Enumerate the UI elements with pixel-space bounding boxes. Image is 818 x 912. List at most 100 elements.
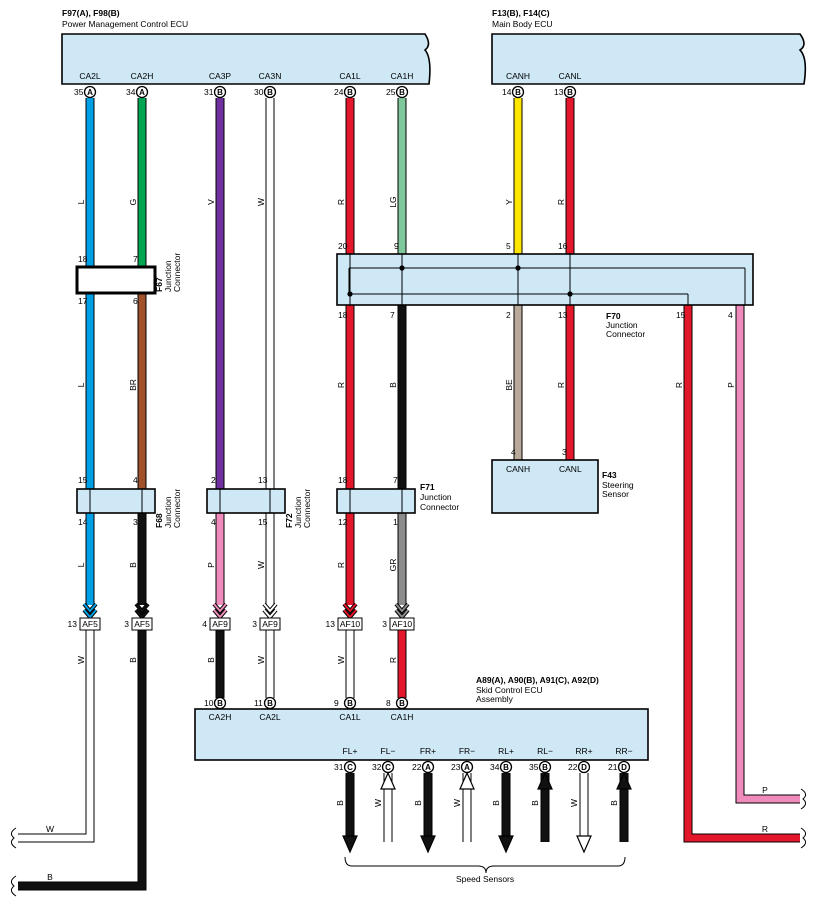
- f43-pin2: 3: [562, 447, 567, 457]
- break-mark-r: [800, 827, 807, 849]
- skid-top-conn-10: B: [217, 699, 223, 708]
- af-arrow2-0: [83, 609, 97, 619]
- af-arrow-3: [263, 603, 277, 613]
- f43-label2: CANL: [559, 464, 582, 474]
- f43-steering-sensor-box: [491, 459, 599, 514]
- wire-label-low-4-group: R: [336, 562, 346, 568]
- f67-pin-bl: 17: [78, 296, 88, 306]
- pm-pin-label-ca1h: CA1H: [391, 71, 414, 81]
- f71-name2: Connector: [420, 502, 459, 512]
- skid-top-conn-8: B: [399, 699, 405, 708]
- pm-pin-conn-25-circle: [395, 85, 409, 99]
- sensor-wire-label-5-group: B: [530, 800, 540, 806]
- f70-name2: Connector: [606, 329, 645, 339]
- pm-ecu-box: [61, 33, 431, 85]
- f67-name2: Connector: [172, 253, 182, 292]
- wire-label-top-3-group: W: [256, 198, 266, 206]
- skid-bottom-label-4: RL+: [498, 746, 514, 756]
- ext-label-b: B: [47, 872, 53, 882]
- wire-label-mid-6: R: [674, 382, 684, 388]
- af-box-0: [79, 617, 101, 631]
- mb-pin-conn-14: B: [515, 88, 521, 97]
- wire-label-top-6: Y: [504, 199, 514, 205]
- af-num-3: 3: [252, 619, 257, 629]
- pm-pin-conn-35: A: [87, 88, 93, 97]
- f68-pin-bl: 14: [78, 517, 88, 527]
- skid-top-conn-9-circle: [343, 696, 357, 710]
- f72-pin-tr: 13: [258, 475, 268, 485]
- wire-label-top-3: W: [256, 198, 266, 206]
- f70-bottom-pin-2: 2: [506, 310, 511, 320]
- speed-sensors-label: Speed Sensors: [456, 874, 514, 884]
- wire-label-low-0: L: [76, 562, 86, 567]
- wire-label-mid-1-group: BR: [128, 379, 138, 391]
- af-num-4: 13: [326, 619, 336, 629]
- skid-ecu-ref: A89(A), A90(B), A91(C), A92(D): [476, 675, 599, 685]
- pm-pin-label-ca3n: CA3N: [259, 71, 282, 81]
- pm-ecu-ref: F97(A), F98(B): [62, 8, 120, 18]
- sensor-wire-label-1-group: W: [373, 799, 383, 807]
- sensor-wire-label-2: B: [413, 800, 423, 806]
- pm-pin-num-35: 35: [74, 87, 84, 97]
- wire-label-af-4: W: [336, 656, 346, 664]
- wire-label-top-1-group: G: [128, 199, 138, 206]
- f67-pin-tr: 7: [133, 254, 138, 264]
- sensor-wire-label-5: B: [530, 800, 540, 806]
- skid-bottom-label-7: RR−: [615, 746, 632, 756]
- skid-bottom-conn-2-circle: [421, 760, 435, 774]
- pm-pin-num-30: 30: [254, 87, 264, 97]
- sensor-wire-label-6-group: W: [569, 799, 579, 807]
- sensor-arrow-1: [380, 771, 396, 790]
- sensor-arrow-4: [498, 835, 514, 854]
- af-arrow-1: [135, 603, 149, 613]
- f70-bottom-pin-18: 18: [338, 310, 348, 320]
- pm-pin-conn-24: B: [347, 88, 353, 97]
- f70-bottom-pin-13: 13: [558, 310, 568, 320]
- skid-top-conn-8-circle: [395, 696, 409, 710]
- wire-label-mid-4-group: BE: [504, 379, 514, 391]
- f72-name2: Connector: [302, 489, 312, 528]
- mb-ecu-ref: F13(B), F14(C): [492, 8, 550, 18]
- skid-bottom-num-1: 32: [372, 762, 382, 772]
- skid-top-conn-9: B: [347, 699, 353, 708]
- af-arrow2-4: [343, 609, 357, 619]
- skid-ecu-name1: Skid Control ECU: [476, 685, 543, 695]
- f43-ref: F43: [602, 470, 617, 480]
- wire-label-mid-2: R: [336, 382, 346, 388]
- skid-bottom-conn-7: D: [621, 763, 627, 772]
- wire-label-top-0: L: [76, 199, 86, 204]
- af-num-0: 13: [68, 619, 78, 629]
- break-mark-b: [10, 875, 17, 897]
- f70-junction-dot-2: [347, 291, 353, 297]
- skid-top-num-8: 8: [386, 698, 391, 708]
- sensor-wire-label-2-group: B: [413, 800, 423, 806]
- f68-name1: Junction: [163, 496, 173, 528]
- f67-connector: [75, 265, 157, 295]
- f70-top-pin-20: 20: [338, 241, 348, 251]
- wire-label-mid-3: B: [388, 382, 398, 388]
- wire-label-mid-6-group: R: [674, 382, 684, 388]
- pm-pin-conn-30-circle: [263, 85, 277, 99]
- skid-top-label-ca2h: CA2H: [209, 712, 232, 722]
- f67-ref: F67: [154, 277, 164, 292]
- wire-label-low-1-group: B: [128, 562, 138, 568]
- wire-r-ext: [684, 305, 800, 842]
- wire-p-ext-outline: [735, 305, 800, 804]
- f71-name1: Junction: [420, 492, 452, 502]
- wire-label-low-2-group: P: [206, 562, 216, 568]
- wire-p-ext: [736, 305, 800, 803]
- skid-top-conn-11-circle: [263, 696, 277, 710]
- skid-bottom-label-1: FL−: [381, 746, 396, 756]
- wire-label-af-5: R: [388, 657, 398, 663]
- f71-ref: F71: [420, 482, 435, 492]
- wire-label-af-1-group: B: [128, 657, 138, 663]
- wire-label-af-5-group: R: [388, 657, 398, 663]
- skid-bottom-conn-5: B: [542, 763, 548, 772]
- skid-bottom-num-5: 35: [529, 762, 539, 772]
- wire-label-low-5-group: GR: [388, 559, 398, 572]
- wire-label-af-2: B: [206, 657, 216, 663]
- af-name-5: AF10: [392, 619, 413, 629]
- pm-pin-conn-34: A: [139, 88, 145, 97]
- wire-label-mid-5: R: [556, 382, 566, 388]
